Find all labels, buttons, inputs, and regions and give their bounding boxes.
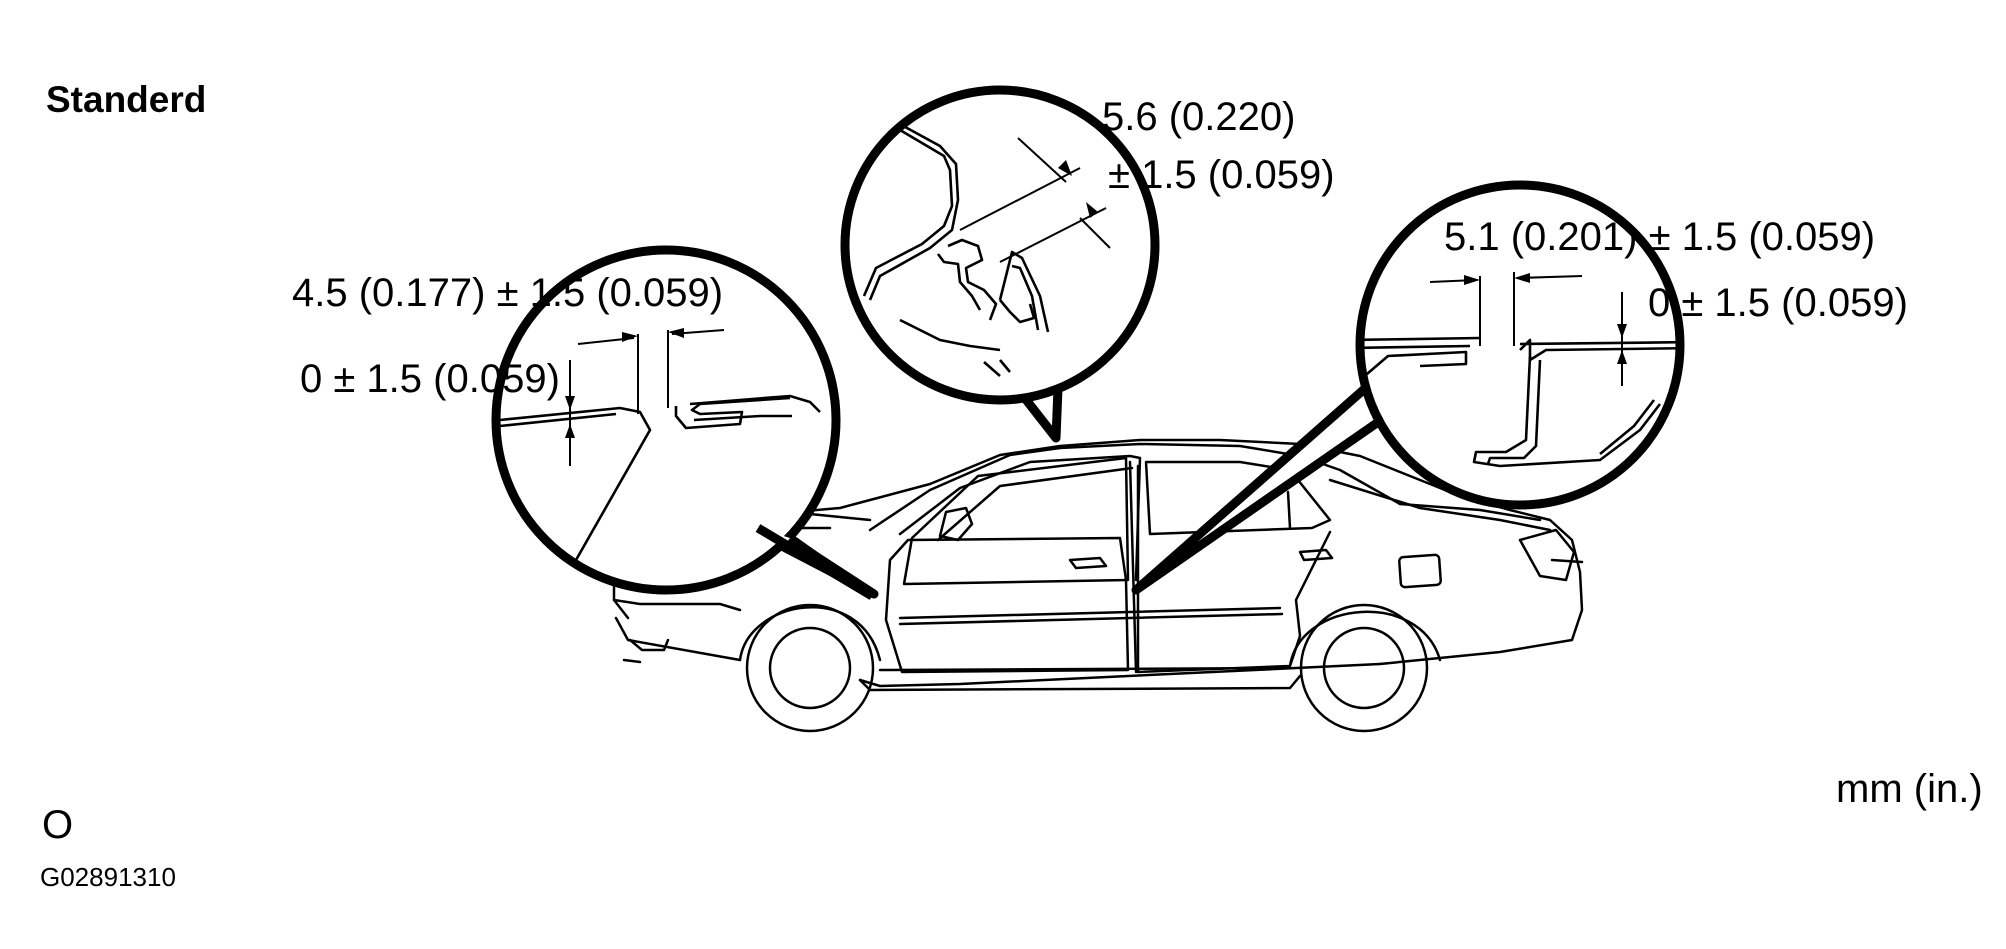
car-side-view (612, 438, 1584, 733)
callout-door (1131, 180, 1685, 595)
hood-flush-label: 0 ± 1.5 (0.059) (300, 357, 560, 401)
callout-hood (491, 245, 879, 600)
side-mirror (938, 506, 974, 542)
door-flush-label: 0 ± 1.5 (0.059) (1648, 281, 1908, 325)
corner-mark: O (42, 803, 73, 847)
pillar-gap-label: 5.6 (0.220) (1102, 95, 1295, 139)
detail-circle-pillar (840, 85, 1160, 405)
door-gap-label: 5.1 (0.201) ± 1.5 (0.059) (1444, 215, 1875, 259)
rear-wheel (1299, 603, 1429, 733)
front-wheel (745, 603, 875, 733)
tail-light (1518, 528, 1576, 582)
diagram-title: Standerd (46, 79, 206, 120)
front-door (884, 536, 1130, 674)
hood-gap-label: 4.5 (0.177) ± 1.5 (0.059) (292, 271, 723, 315)
figure-id: G02891310 (40, 862, 176, 892)
pillar-tolerance-label: ± 1.5 (0.059) (1108, 153, 1335, 197)
detail-circle-door (1355, 180, 1685, 510)
detail-circle-hood (491, 245, 841, 595)
callout-pillar (840, 85, 1160, 443)
fuel-door (1398, 553, 1442, 589)
unit-label: mm (in.) (1836, 767, 1983, 811)
roof-line (868, 442, 1402, 532)
